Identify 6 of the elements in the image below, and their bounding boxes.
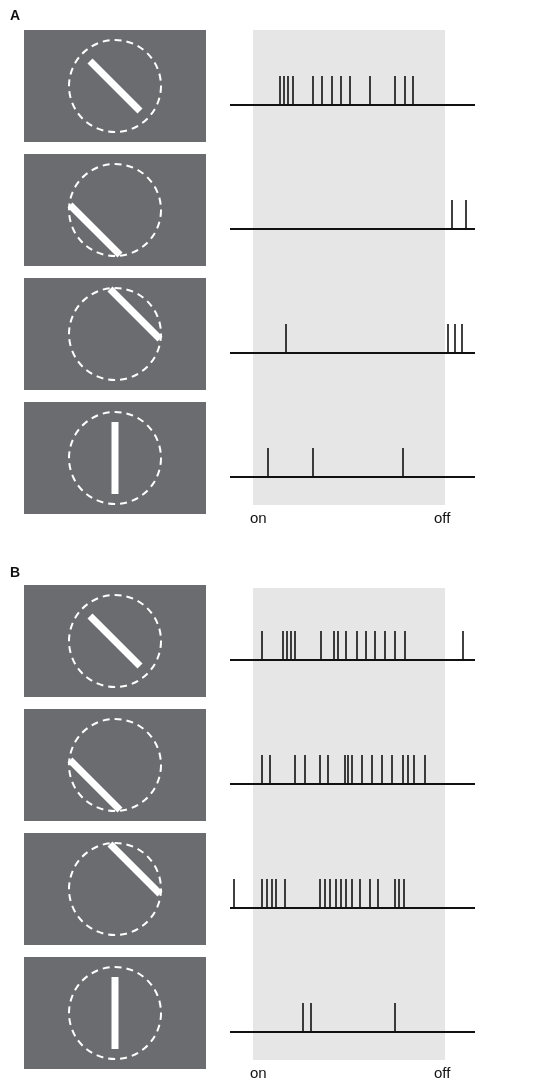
off-label: off xyxy=(434,510,451,525)
panel-letter: B xyxy=(10,565,21,579)
off-label: off xyxy=(434,1065,451,1080)
on-label: on xyxy=(250,1065,267,1080)
on-label: on xyxy=(250,510,267,525)
panel-letter: A xyxy=(10,8,21,22)
